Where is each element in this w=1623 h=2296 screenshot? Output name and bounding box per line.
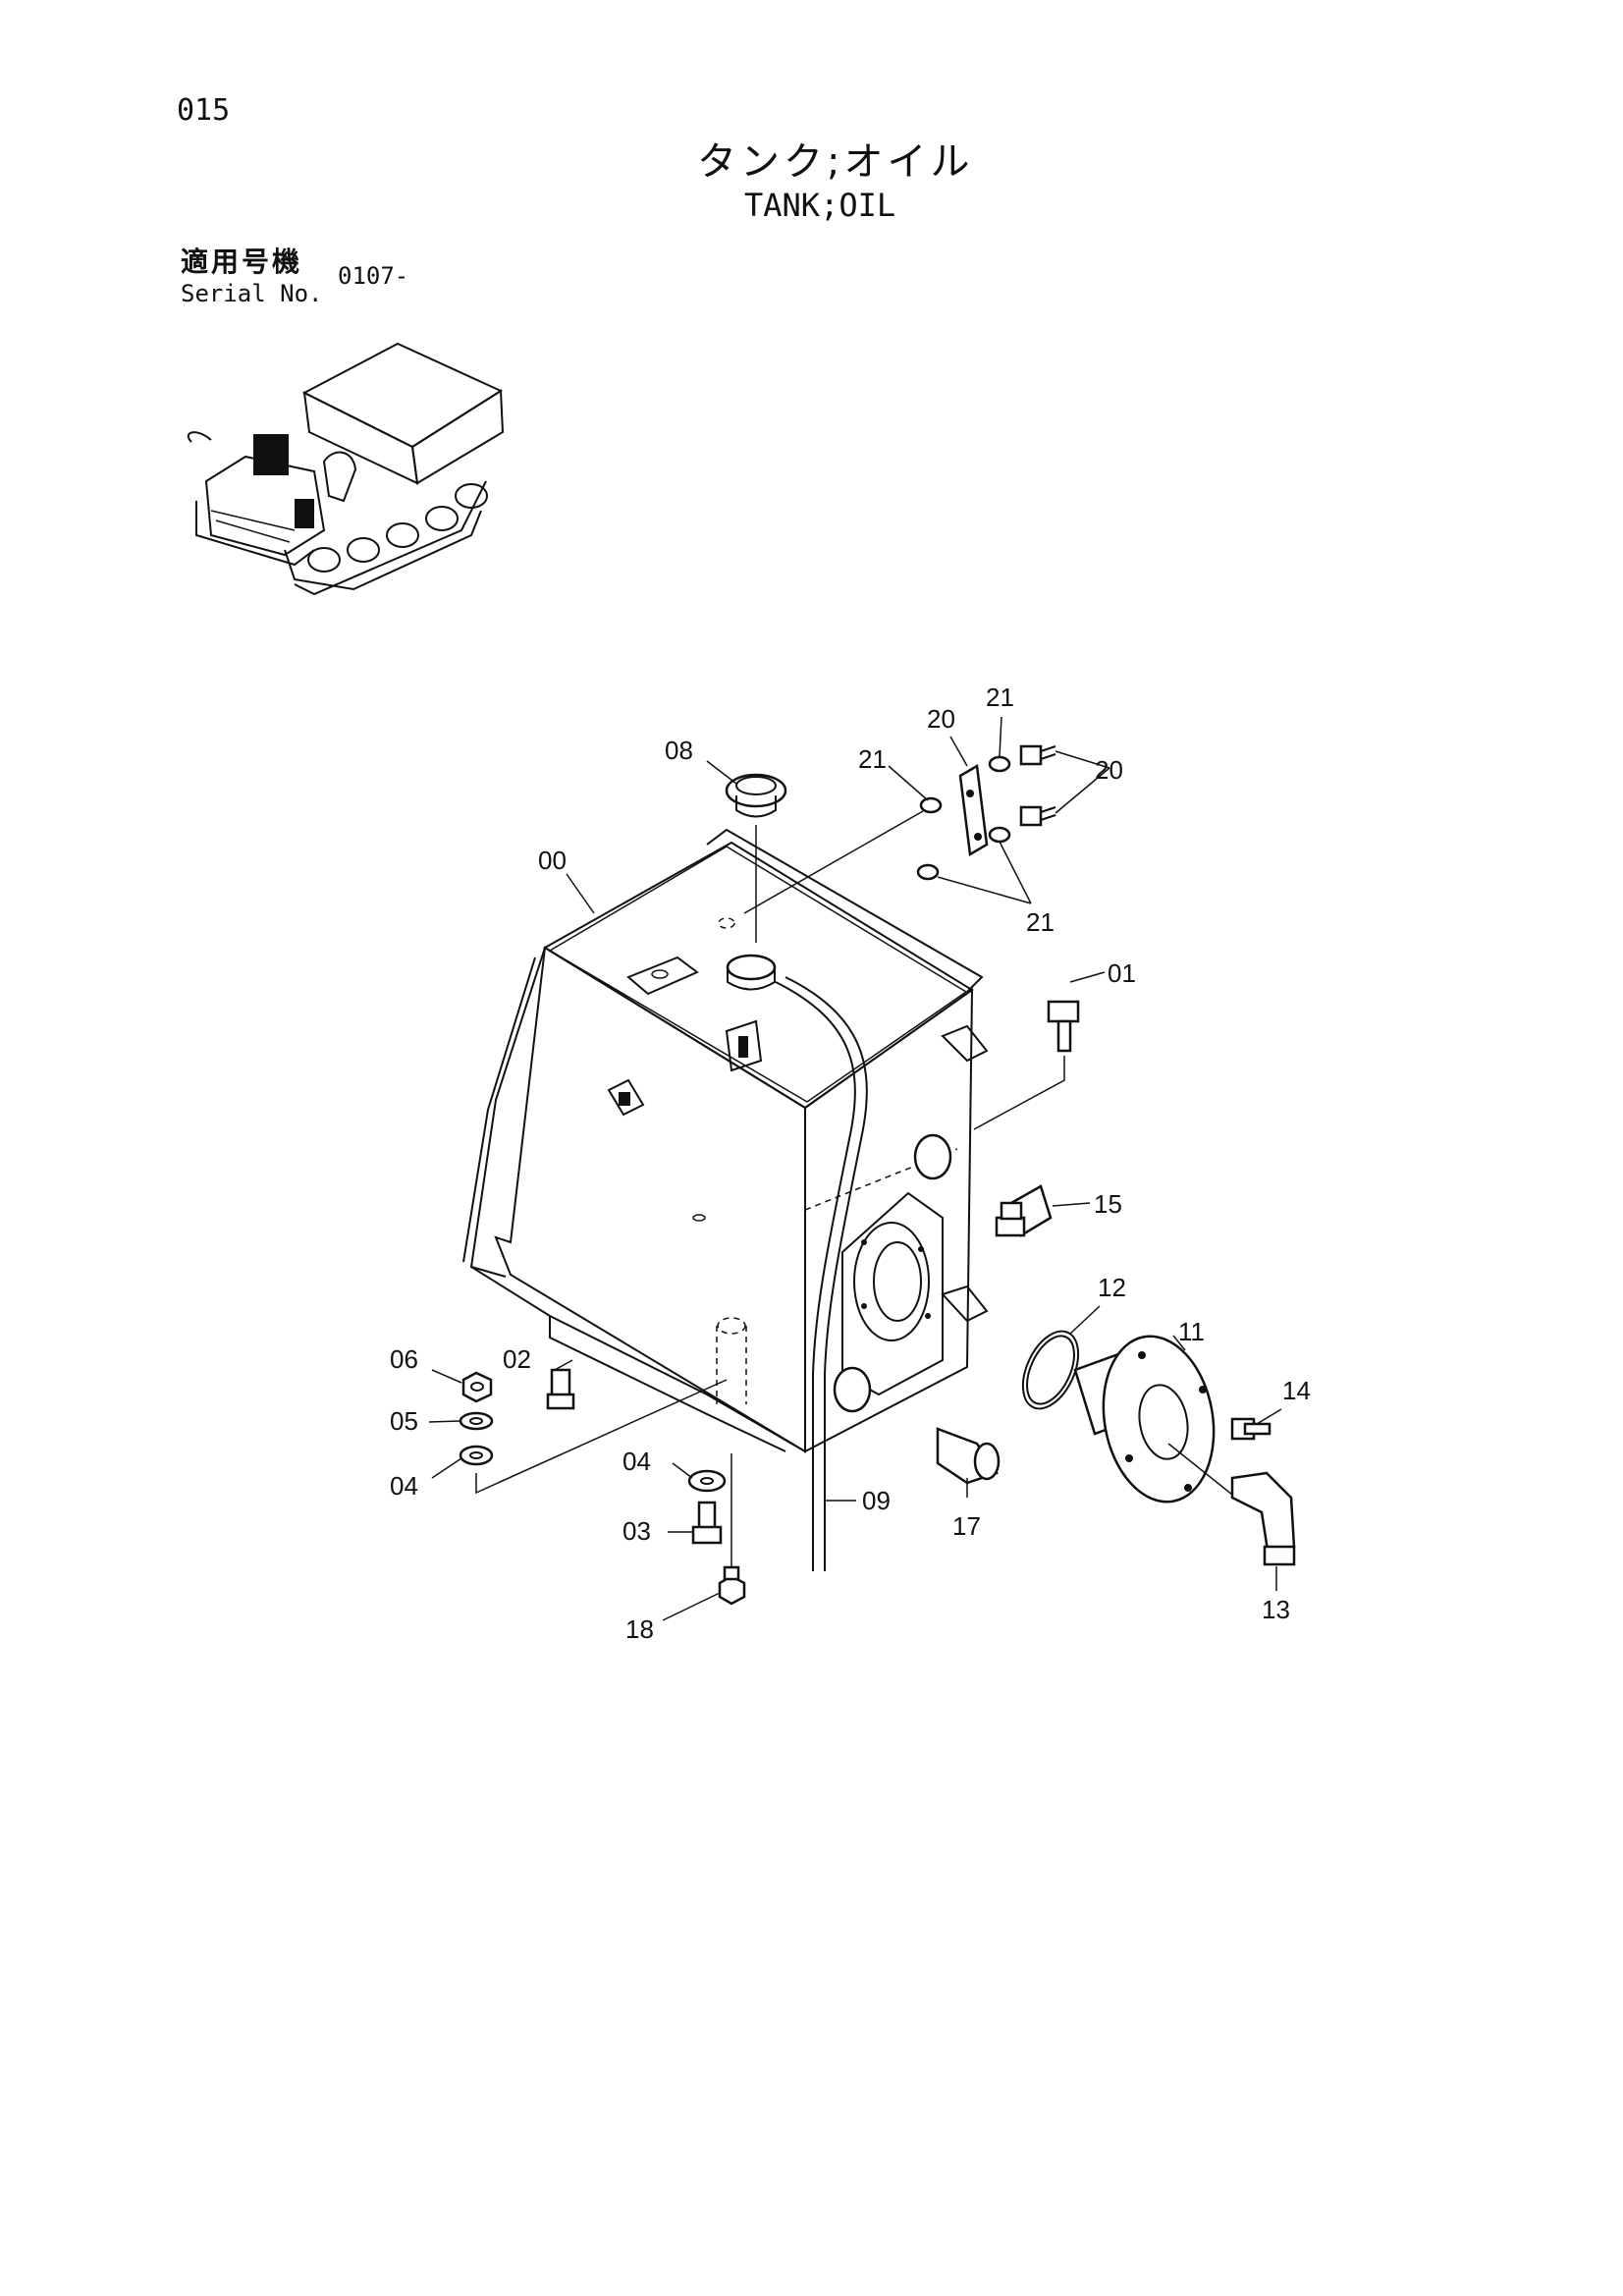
drain-plug-part-18 [718,1453,746,1606]
elbow-fitting-part-13 [1230,1471,1296,1566]
callout-20-bracket: 20 [927,704,955,734]
callout-04-center: 04 [622,1447,651,1476]
callout-20-bolts: 20 [1095,755,1123,785]
callout-03: 03 [622,1516,651,1546]
callout-18: 18 [625,1614,654,1644]
leader-lines [428,716,1282,1621]
callout-05: 05 [390,1406,418,1436]
carrier-vehicle-thumbnail [187,342,505,596]
callout-14: 14 [1282,1376,1311,1405]
washer-part-04-center [687,1469,727,1493]
title-japanese: タンク;オイル [697,139,974,185]
filler-cap-part-08 [725,773,787,943]
callout-21-left: 21 [858,744,887,774]
washers-part-21 [916,755,1011,881]
elbow-fitting-part-15 [995,1184,1053,1237]
suction-flange-part-11 [1073,1335,1243,1503]
lock-washer-part-05 [459,1411,494,1431]
o-ring-part-12 [1021,1330,1080,1410]
callout-02: 02 [503,1344,531,1374]
washer-part-04-left [459,1445,494,1466]
callout-11: 11 [1178,1317,1205,1346]
nut-part-06 [461,1371,493,1403]
serial-label-english: Serial No. [181,280,323,307]
bolt-part-01 [973,1000,1080,1130]
return-hose-part-09 [775,976,868,1571]
callout-08: 08 [665,736,693,765]
callout-06: 06 [390,1344,418,1374]
oil-tank-body [462,828,989,1453]
callout-15: 15 [1094,1189,1122,1219]
bolt-part-03 [691,1501,723,1545]
bolt-part-02 [546,1368,575,1410]
callout-labels: 00 01 02 03 04 04 05 06 08 09 11 12 13 1… [390,683,1311,1644]
callout-17: 17 [952,1511,981,1541]
callout-09: 09 [862,1486,891,1515]
bolts-part-20 [1019,744,1056,827]
serial-label-japanese: 適用号機 [181,246,303,278]
callout-12: 12 [1098,1273,1126,1302]
elbow-fitting-part-17 [936,1427,1001,1485]
callout-21-bottom: 21 [1026,907,1055,937]
page-number: 015 [177,93,231,128]
callout-00: 00 [538,846,567,875]
title-english: TANK;OIL [744,187,896,224]
bracket-part-20 [958,763,989,857]
callout-01: 01 [1108,958,1136,988]
serial-number-value: 0107- [338,262,409,290]
bolt-part-14 [1230,1417,1271,1441]
callout-04-left: 04 [390,1471,418,1501]
callout-21-top: 21 [986,683,1014,712]
callout-13: 13 [1262,1595,1290,1624]
